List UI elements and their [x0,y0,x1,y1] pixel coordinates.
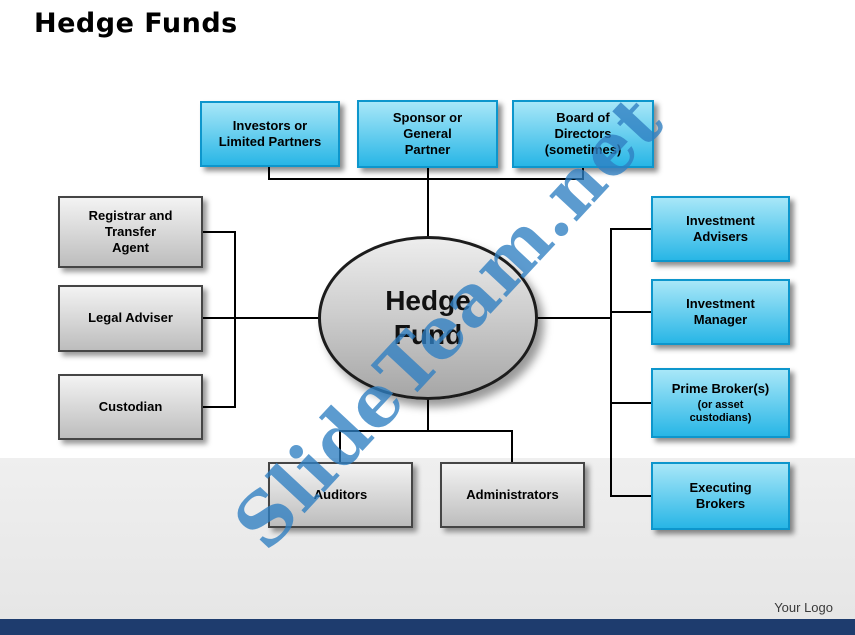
connector-line [234,231,236,408]
connector-line [536,317,612,319]
connector-line [610,402,651,404]
footer-bar [0,619,855,635]
connector-line [203,406,236,408]
connector-line [339,430,513,432]
node-label: Board of Directors (sometimes) [544,109,622,158]
connector-line [427,398,429,432]
connector-line [511,430,513,462]
connector-line [610,495,651,497]
node-label: Investors or Limited Partners [218,117,322,149]
node-label: Hedge Fund [385,285,471,350]
connector-line [268,167,270,180]
node-executing-brokers: Executing Brokers [651,462,790,530]
node-label: Prime Broker(s) [671,381,770,397]
connector-line [427,167,429,239]
node-administrators: Administrators [440,462,585,528]
node-registrar-transfer-agent: Registrar and Transfer Agent [58,196,203,268]
node-investment-manager: Investment Manager [651,279,790,345]
connector-line [339,430,341,462]
your-logo-text: Your Logo [774,600,833,615]
connector-line [610,228,651,230]
node-label: Executing Brokers [689,479,752,511]
page-title: Hedge Funds [34,8,238,39]
node-prime-brokers: Prime Broker(s) (or asset custodians) [651,368,790,438]
connector-line [610,228,612,497]
connector-line [610,311,651,313]
node-label: Custodian [98,398,163,414]
node-custodian: Custodian [58,374,203,440]
node-hedge-fund-ellipse: Hedge Fund [318,236,538,400]
connector-line [203,317,321,319]
node-board-of-directors: Board of Directors (sometimes) [512,100,654,168]
node-label: Investment Advisers [686,212,755,244]
node-label: Registrar and Transfer Agent [88,207,173,256]
node-sponsor-general-partner: Sponsor or General Partner [357,100,498,168]
node-legal-adviser: Legal Adviser [58,285,203,352]
node-label: Sponsor or General Partner [392,109,463,158]
node-label: Investment Manager [686,295,755,327]
connector-line [268,178,584,180]
node-sublabel: (or asset custodians) [689,399,752,425]
connector-line [203,231,236,233]
node-investment-advisers: Investment Advisers [651,196,790,262]
node-label: Administrators [466,486,559,502]
node-investors-limited-partners: Investors or Limited Partners [200,101,340,167]
node-label: Legal Adviser [88,310,173,326]
node-auditors: Auditors [268,462,413,528]
connector-line [582,167,584,180]
node-label: Auditors [313,486,368,502]
